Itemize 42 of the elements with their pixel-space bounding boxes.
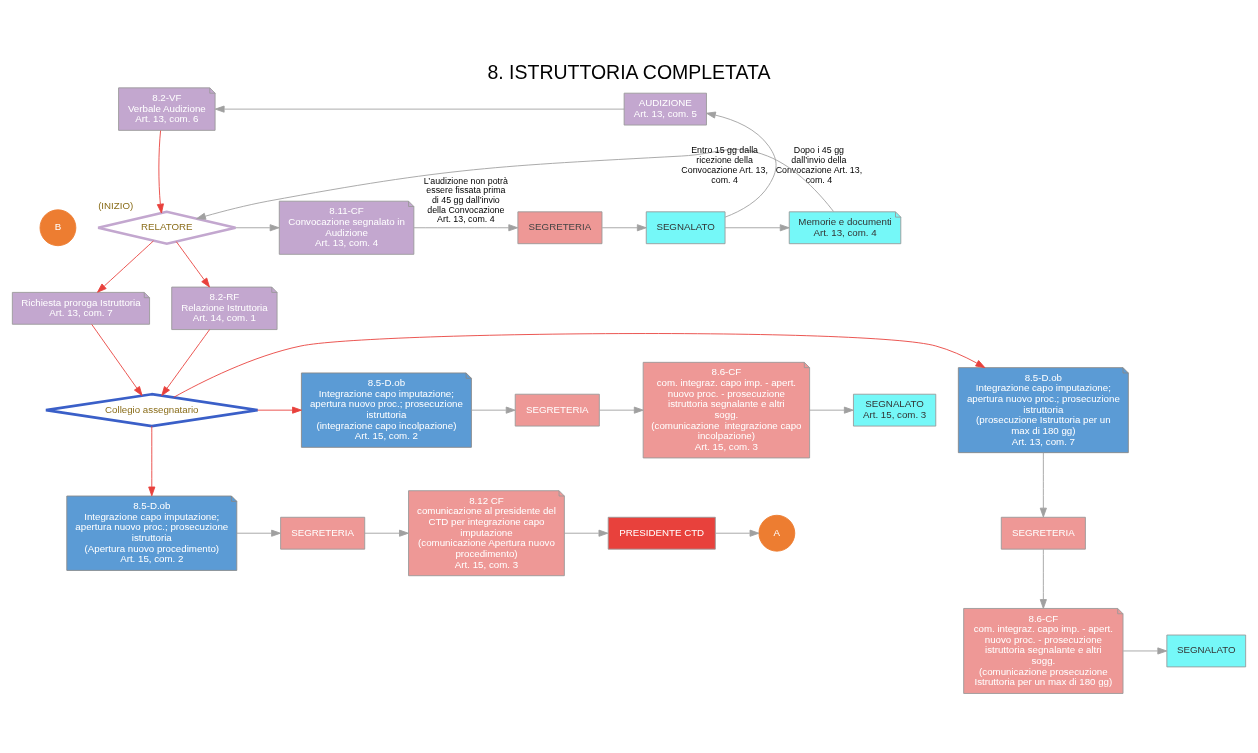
node-box: SEGNALATO bbox=[1166, 634, 1247, 668]
arrow bbox=[173, 333, 986, 398]
arrow bbox=[364, 529, 409, 537]
arrow bbox=[175, 241, 210, 288]
arrow bbox=[471, 406, 516, 414]
node-box: PRESIDENTE CTD bbox=[607, 516, 716, 550]
node-circle: A bbox=[758, 514, 796, 552]
arrow bbox=[724, 224, 790, 232]
node-box: SEGNALATO Art. 15, com. 3 bbox=[853, 393, 937, 427]
arrow bbox=[564, 529, 609, 537]
arrow bbox=[214, 105, 625, 113]
arrow bbox=[599, 406, 644, 414]
arrow bbox=[235, 224, 280, 232]
edge-label: Dopo i 45 gg dall’invio della Convocazione Art. 13, com. 4 bbox=[775, 145, 863, 185]
arrow bbox=[809, 406, 854, 414]
arrow bbox=[1039, 452, 1047, 518]
diagram-title: 8. ISTRUTTORIA COMPLETATA bbox=[487, 60, 771, 83]
arrow bbox=[413, 224, 519, 232]
arrow bbox=[706, 111, 777, 218]
node-box: AUDIZIONE Art. 13, com. 5 bbox=[623, 92, 707, 126]
arrow bbox=[1122, 647, 1168, 655]
arrow bbox=[1039, 548, 1047, 609]
arrow bbox=[715, 529, 760, 537]
arrow bbox=[156, 130, 164, 214]
arrow bbox=[91, 323, 143, 396]
arrow bbox=[196, 148, 834, 220]
arrow bbox=[601, 224, 647, 232]
edge-label: L’audizione non potrà essere fissata prima di 45 gg dall’invio della Convocazione Art. 13, com. 4 bbox=[423, 175, 508, 225]
arrow bbox=[161, 329, 210, 396]
arrow bbox=[148, 425, 156, 497]
edge-label: Entro 15 gg dalla ricezione della Convocazione Art. 13, com. 4 bbox=[681, 145, 768, 185]
arrow bbox=[236, 529, 281, 537]
node-box: SEGRETERIA bbox=[280, 516, 366, 550]
node-label: (INIZIO) bbox=[98, 199, 134, 211]
node-circle: B bbox=[39, 209, 77, 247]
arrow bbox=[257, 406, 302, 414]
node-box: SEGRETERIA bbox=[1000, 516, 1086, 550]
arrow bbox=[97, 240, 154, 293]
node-diamond: Collegio assegnatario bbox=[44, 392, 259, 428]
node-box: SEGRETERIA bbox=[514, 393, 600, 427]
node-box: SEGNALATO bbox=[645, 211, 726, 245]
node-box: SEGRETERIA bbox=[517, 211, 603, 245]
